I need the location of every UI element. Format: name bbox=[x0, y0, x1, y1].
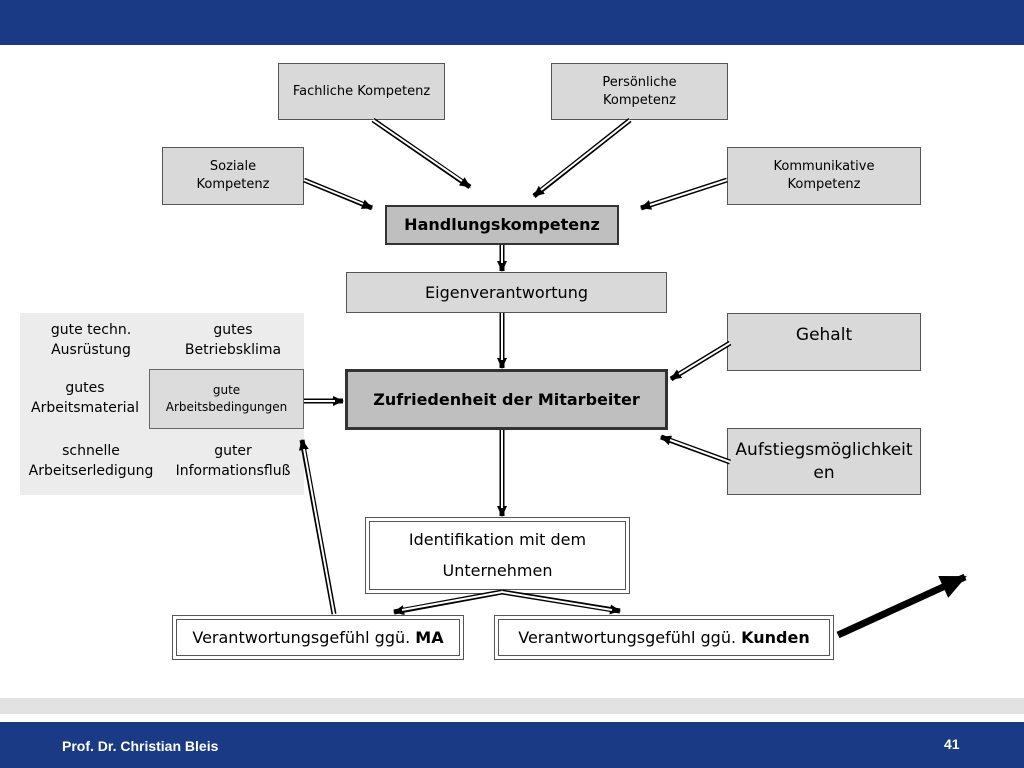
arrow-sozial-to-handlung bbox=[303, 177, 373, 211]
condition-text: guter bbox=[214, 443, 252, 460]
condition-technische-ausruestung: gute techn. Ausrüstung bbox=[20, 313, 162, 369]
header-bar bbox=[0, 0, 1024, 45]
label-identifikation: Identifikation mit dem bbox=[408, 530, 587, 550]
label-verantwortung-kunden-prefix: Verantwortungsgefühl ggü. bbox=[518, 627, 742, 647]
condition-text: gute bbox=[212, 382, 241, 397]
box-verantwortung-kunden: Verantwortungsgefühl ggü. Kunden bbox=[494, 615, 834, 660]
condition-text: gutes bbox=[65, 380, 105, 397]
arrow-identifikation-to-ma bbox=[393, 589, 503, 616]
condition-text: gutes bbox=[213, 322, 253, 339]
page-number: 41 bbox=[944, 736, 960, 752]
label-verantwortung-ma-bold: MA bbox=[415, 627, 444, 647]
label-verantwortung-kunden-bold: Kunden bbox=[741, 627, 810, 647]
box-aufstiegsmoeglichkeiten: Aufstiegsmöglichkeit en bbox=[727, 428, 921, 495]
condition-text: Arbeitsmaterial bbox=[31, 400, 139, 416]
label-unternehmen: Unternehmen bbox=[442, 560, 553, 580]
condition-arbeitsmaterial: gutes Arbeitsmaterial bbox=[20, 369, 150, 429]
box-verantwortung-ma: Verantwortungsgefühl ggü. MA bbox=[172, 615, 464, 660]
box-kommunikative-kompetenz: Kommunikative Kompetenz bbox=[727, 147, 921, 205]
arrow-kommunikativ-to-handlung bbox=[640, 177, 728, 211]
footer-bar: Prof. Dr. Christian Bleis 41 bbox=[0, 722, 1024, 768]
label-eigenverantwortung: Eigenverantwortung bbox=[425, 282, 588, 302]
label-verantwortung-ma-prefix: Verantwortungsgefühl ggü. bbox=[192, 627, 416, 647]
condition-text: gute techn. bbox=[50, 322, 132, 339]
label-soziale-kompetenz: Kompetenz bbox=[196, 177, 270, 192]
arrow-ma-to-bedingungen bbox=[298, 439, 337, 615]
label-handlungskompetenz: Handlungskompetenz bbox=[404, 215, 600, 235]
arrow-fachlich-to-handlung bbox=[371, 117, 472, 190]
label-persoenliche: Persönliche bbox=[602, 74, 677, 90]
arrow-persoenlich-to-handlung bbox=[532, 118, 632, 198]
box-persoenliche-kompetenz: Persönliche Kompetenz bbox=[551, 63, 728, 120]
label-persoenliche-kompetenz: Kompetenz bbox=[603, 92, 676, 108]
label-kommunikative-kompetenz: Kompetenz bbox=[787, 177, 861, 192]
condition-informationsfluss: guter Informationsfluß bbox=[162, 429, 304, 495]
condition-text: schnelle bbox=[62, 443, 120, 460]
box-zufriedenheit: Zufriedenheit der Mitarbeiter bbox=[345, 369, 668, 430]
box-handlungskompetenz: Handlungskompetenz bbox=[385, 205, 619, 245]
label-kommunikative: Kommunikative bbox=[773, 159, 875, 175]
label-aufstieg-en: en bbox=[813, 462, 835, 483]
arrow-identifikation-to-kunden bbox=[501, 589, 621, 615]
condition-text: Arbeitsbedingungen bbox=[165, 400, 288, 414]
label-fachliche-kompetenz: Fachliche Kompetenz bbox=[292, 83, 431, 99]
arrow-aufstieg-to-zufriedenheit bbox=[660, 434, 731, 465]
condition-text: Betriebsklima bbox=[184, 342, 282, 358]
footer-author: Prof. Dr. Christian Bleis bbox=[62, 738, 219, 754]
box-soziale-kompetenz: Soziale Kompetenz bbox=[162, 147, 304, 205]
label-aufstieg: Aufstiegsmöglichkeit bbox=[735, 439, 913, 460]
box-eigenverantwortung: Eigenverantwortung bbox=[346, 272, 667, 313]
arrow-gehalt-to-zufriedenheit bbox=[669, 340, 732, 382]
conditions-grid: gute techn. Ausrüstung gutes Betriebskli… bbox=[20, 313, 304, 495]
condition-text: Arbeitserledigung bbox=[28, 463, 154, 479]
condition-text: Ausrüstung bbox=[51, 342, 131, 358]
box-fachliche-kompetenz: Fachliche Kompetenz bbox=[278, 63, 445, 120]
condition-text: Informationsfluß bbox=[175, 463, 291, 479]
box-identifikation: Identifikation mit dem Unternehmen bbox=[365, 517, 630, 594]
box-gehalt: Gehalt bbox=[727, 313, 921, 371]
label-soziale: Soziale bbox=[209, 159, 257, 175]
footer-divider bbox=[0, 698, 1024, 714]
label-gehalt: Gehalt bbox=[795, 325, 853, 345]
condition-arbeitsbedingungen: gute Arbeitsbedingungen bbox=[149, 369, 304, 429]
label-zufriedenheit: Zufriedenheit der Mitarbeiter bbox=[373, 389, 640, 409]
condition-arbeitserledigung: schnelle Arbeitserledigung bbox=[20, 429, 162, 495]
arrow-rising-trend bbox=[836, 573, 967, 639]
condition-betriebsklima: gutes Betriebsklima bbox=[162, 313, 304, 369]
